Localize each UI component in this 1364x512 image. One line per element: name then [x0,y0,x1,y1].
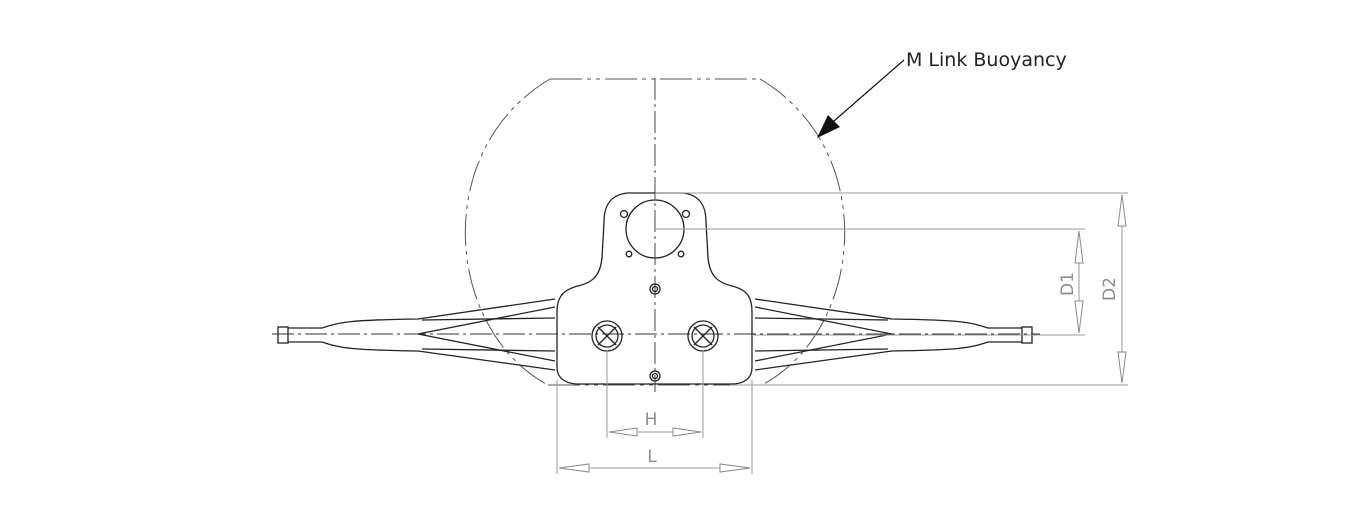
dimension-l-label: L [647,447,657,467]
right-cable-end [754,298,1033,371]
right-clamp [687,320,719,352]
dimension-d1 [655,228,1085,336]
dimension-d1-label: D1 [1058,272,1078,296]
dimension-d2-label: D2 [1100,277,1120,301]
bottom-bolt [649,370,661,382]
left-clamp [591,320,623,352]
dimension-h-label: H [645,410,658,430]
callout-label: M Link Buoyancy [906,49,1067,71]
left-cable-end [277,298,556,371]
callout-leader [817,59,905,138]
dimension-d2 [655,192,1128,386]
top-bolt [649,283,661,295]
dimension-l [556,380,753,474]
dimension-h [606,350,704,438]
bracket-body [556,192,753,385]
